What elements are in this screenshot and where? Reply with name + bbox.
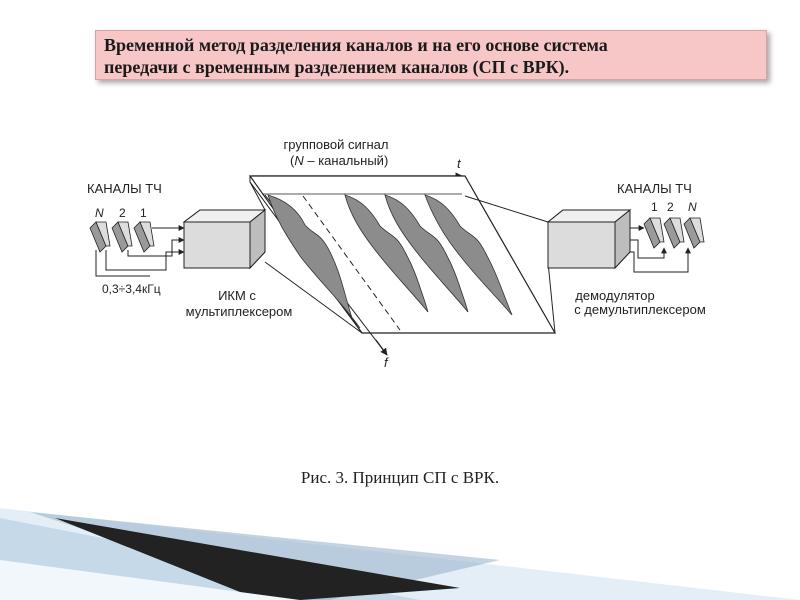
right-channel-label-1: 1	[651, 200, 658, 214]
group-signal-sublabel: (N – канальный)	[290, 153, 388, 168]
right-converge-bottom	[547, 261, 556, 334]
group-signal-label: групповой сигнал	[284, 137, 389, 152]
demodulator-label-line1: демодулятор	[575, 288, 654, 303]
frame-separator-dashed	[302, 195, 401, 331]
figure-caption: Рис. 3. Принцип СП с ВРК.	[300, 468, 500, 487]
pulse-channel-1	[267, 194, 361, 329]
right-channel-plate-1	[643, 217, 665, 249]
left-channel-label-2: 2	[119, 206, 126, 220]
right-wires	[630, 225, 691, 273]
right-channel-label-n: N	[688, 200, 697, 214]
left-channel-label-n: N	[95, 206, 104, 220]
left-channel-plate-1	[133, 221, 155, 253]
slide-title: Временной метод разделения каналов и на …	[95, 30, 767, 80]
left-converge-bottom	[264, 261, 363, 334]
right-channel-plate-2	[663, 217, 685, 249]
right-channel-label-2: 2	[667, 200, 674, 214]
left-channels-title: КАНАЛЫ ТЧ	[87, 181, 162, 196]
left-channel-plate-2	[111, 221, 133, 253]
left-converge-top	[249, 181, 266, 211]
slide-title-line-2: передачи с временным разделением каналов…	[104, 57, 570, 77]
time-axis-label: t	[457, 156, 462, 171]
left-channel-label-1: 1	[140, 206, 147, 220]
pulse-channel-3	[384, 194, 469, 313]
slide-title-line-1: Временной метод разделения каналов и на …	[104, 35, 608, 55]
demodulator-block	[546, 208, 632, 270]
demodulator-label-line2: с демультиплексером	[574, 302, 706, 317]
freq-axis-arrow	[375, 339, 388, 356]
ikm-block-label-line1: ИКМ с	[218, 288, 256, 303]
ikm-block-label-line2: мультиплексером	[186, 304, 293, 319]
band-label: 0,3÷3,4кГц	[102, 282, 161, 296]
right-converge-top	[464, 195, 549, 223]
freq-axis-label: f	[384, 355, 389, 370]
pulse-channel-n	[424, 194, 513, 316]
left-channel-plate-n	[89, 221, 111, 253]
left-wires	[95, 225, 185, 277]
pulse-channel-2	[344, 194, 429, 313]
right-channels-title: КАНАЛЫ ТЧ	[617, 181, 692, 196]
right-channel-plate-n	[683, 217, 705, 249]
ikm-multiplexer-block	[182, 208, 267, 270]
